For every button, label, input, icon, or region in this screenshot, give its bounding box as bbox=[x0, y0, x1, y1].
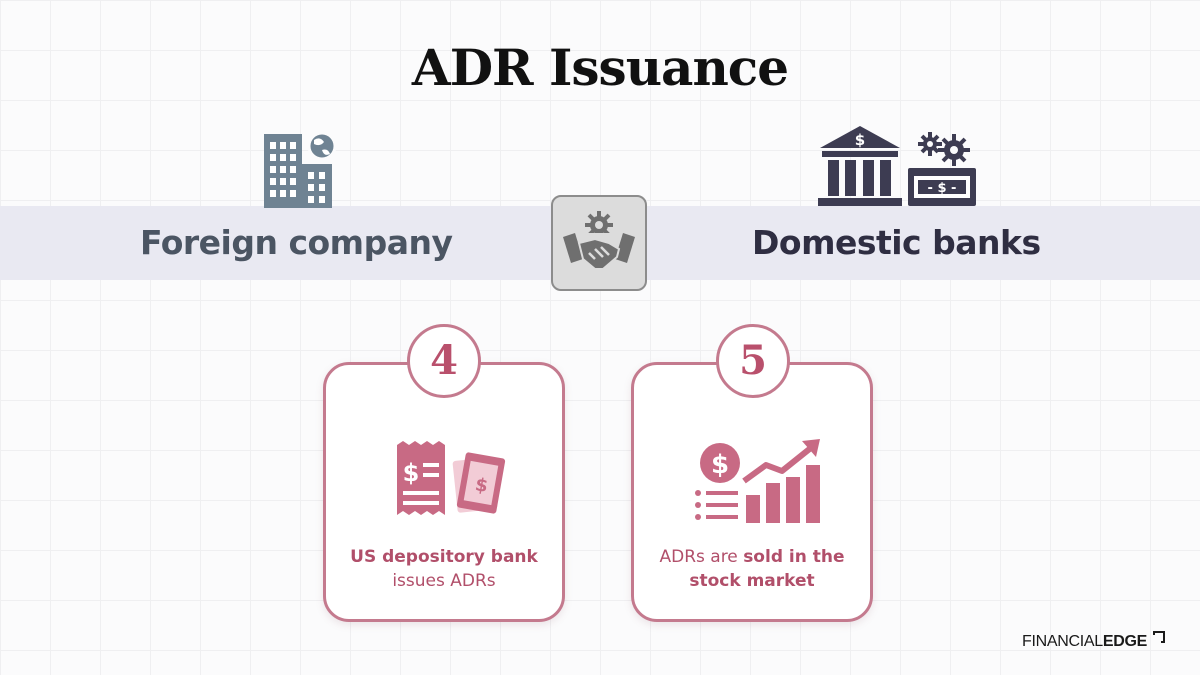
step-5-text-regular: ADRs are bbox=[659, 547, 738, 567]
office-building-globe-icon bbox=[262, 130, 338, 212]
center-badge bbox=[551, 195, 647, 291]
step-5-description: ADRs are sold in the stock market bbox=[634, 545, 870, 593]
svg-text:$: $ bbox=[855, 131, 865, 149]
logo-text-edge: EDGE bbox=[1102, 633, 1148, 650]
step-5-text-bold-2: stock market bbox=[689, 571, 815, 591]
page-title: ADR Issuance bbox=[411, 38, 789, 97]
svg-text:$: $ bbox=[711, 450, 729, 480]
bank-gears-money-icon: $ - $ - bbox=[818, 124, 980, 212]
step-4-description: US depository bank issues ADRs bbox=[326, 545, 562, 593]
step-number-5: 5 bbox=[716, 324, 790, 398]
svg-text:- $ -: - $ - bbox=[928, 181, 957, 196]
foreign-company-label: Foreign company bbox=[140, 223, 453, 262]
handshake-gear-icon bbox=[563, 211, 635, 270]
receipt-and-money-icon: $ $ bbox=[397, 441, 506, 515]
svg-text:$: $ bbox=[403, 459, 420, 487]
step-card-4: $ $ US depository bank issues ADRs bbox=[323, 362, 565, 622]
step-4-text-regular: issues ADRs bbox=[392, 571, 496, 591]
step-4-text-bold: US depository bank bbox=[350, 547, 538, 567]
step-5-text-bold: sold in the bbox=[743, 547, 845, 567]
financial-edge-logo: FINANCIALEDGE bbox=[1022, 631, 1165, 661]
step-card-5: $ ADRs are sold in the stock market bbox=[631, 362, 873, 622]
dollar-growth-chart-icon: $ bbox=[695, 439, 820, 523]
svg-text:$: $ bbox=[474, 474, 490, 497]
logo-text-financial: FINANCIAL bbox=[1022, 633, 1103, 650]
step-number-4: 4 bbox=[407, 324, 481, 398]
logo-corner-icon bbox=[1153, 631, 1165, 643]
domestic-banks-label: Domestic banks bbox=[752, 223, 1041, 262]
